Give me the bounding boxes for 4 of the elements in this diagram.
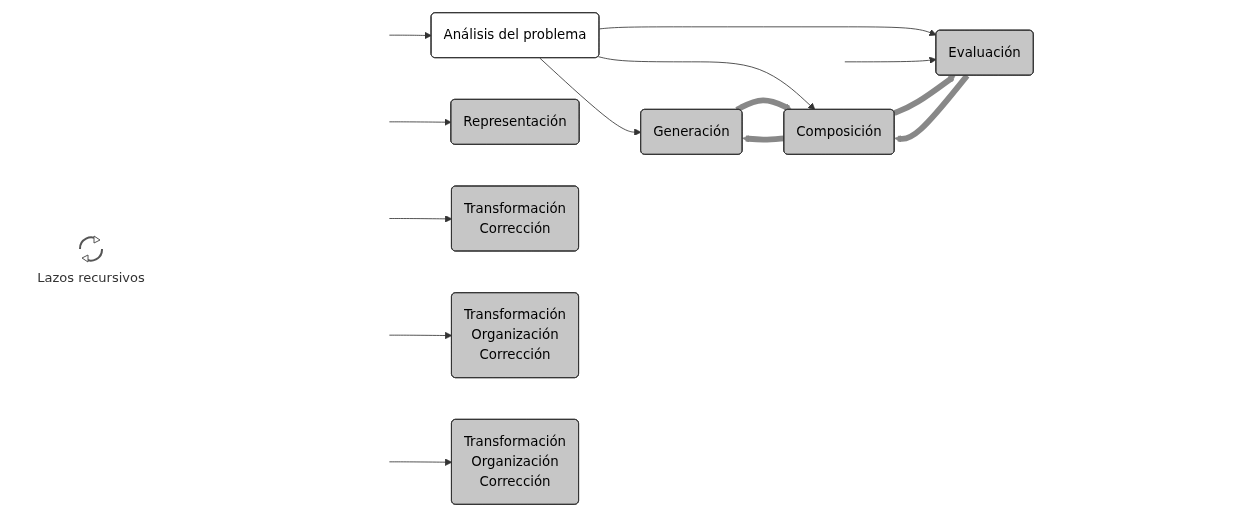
- arrow: [742, 135, 785, 143]
- legend-text: Lazos recursivos: [37, 270, 145, 285]
- arrow: [735, 97, 792, 113]
- arrow: [893, 75, 956, 116]
